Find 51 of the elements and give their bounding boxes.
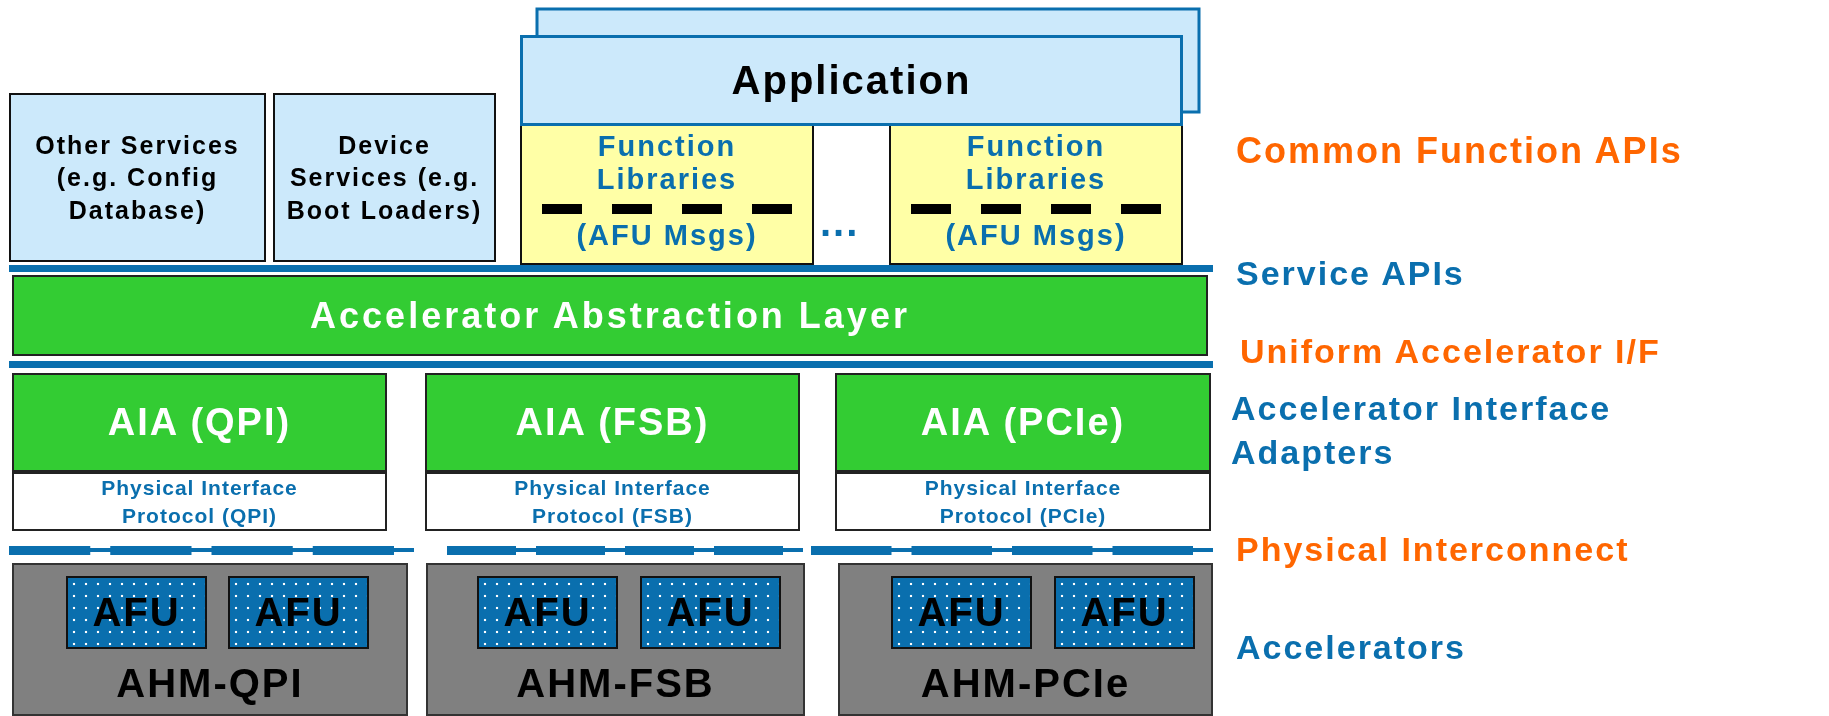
protocol-box	[835, 472, 1211, 531]
protocol-box	[12, 472, 387, 531]
adapter-box	[425, 373, 800, 472]
accelerator-module	[838, 563, 1213, 716]
accelerator-module	[426, 563, 805, 716]
function-unit-box	[477, 576, 618, 649]
unit-label: AFU	[917, 590, 1006, 635]
adapter-title: AIA (PCIe)	[920, 401, 1126, 444]
service-box	[9, 93, 266, 262]
layer-bar	[12, 275, 1208, 356]
layer-annotation: Common Function APIs	[1236, 130, 1683, 172]
ellipsis: ...	[820, 200, 860, 245]
message-note: (AFU Msgs)	[945, 218, 1127, 253]
layer-annotation: Uniform Accelerator I/F	[1240, 332, 1661, 371]
protocol-label: Physical Interface Protocol (PCIe)	[923, 475, 1123, 529]
library-title: Function Libraries	[964, 130, 1108, 197]
adapter-title: AIA (QPI)	[107, 401, 292, 444]
unit-label: AFU	[92, 590, 181, 635]
function-unit-box	[640, 576, 781, 649]
service-label: Device Services (e.g. Boot Loaders)	[285, 129, 484, 226]
protocol-label: Physical Interface Protocol (QPI)	[100, 475, 299, 529]
protocol-box	[425, 472, 800, 531]
library-box	[889, 126, 1183, 265]
unit-label: AFU	[666, 590, 755, 635]
function-unit-box	[891, 576, 1032, 649]
module-label: AHM-PCIe	[920, 661, 1131, 706]
function-unit-box	[66, 576, 207, 649]
unit-label: AFU	[254, 590, 343, 635]
function-unit-box	[228, 576, 369, 649]
adapter-box	[12, 373, 387, 472]
message-note: (AFU Msgs)	[576, 218, 758, 253]
unit-label: AFU	[1080, 590, 1169, 635]
application-title: Application	[731, 58, 972, 103]
library-box	[520, 126, 814, 265]
layer-annotation: Accelerator Interface Adapters	[1231, 388, 1613, 474]
layer-annotation: Accelerators	[1236, 628, 1466, 667]
module-label: AHM-QPI	[116, 661, 304, 706]
service-label: Other Services (e.g. Config Database)	[35, 129, 240, 226]
unit-label: AFU	[503, 590, 592, 635]
application-box	[520, 35, 1183, 126]
service-box	[273, 93, 496, 262]
layer-annotation: Physical Interconnect	[1236, 530, 1630, 569]
adapter-box	[835, 373, 1211, 472]
function-unit-box	[1054, 576, 1195, 649]
layer-title: Accelerator Abstraction Layer	[310, 294, 910, 337]
accelerator-module	[12, 563, 408, 716]
layer-annotation: Service APIs	[1236, 254, 1465, 293]
protocol-label: Physical Interface Protocol (FSB)	[513, 475, 712, 529]
library-title: Function Libraries	[595, 130, 739, 197]
module-label: AHM-FSB	[516, 661, 715, 706]
adapter-title: AIA (FSB)	[515, 401, 710, 444]
